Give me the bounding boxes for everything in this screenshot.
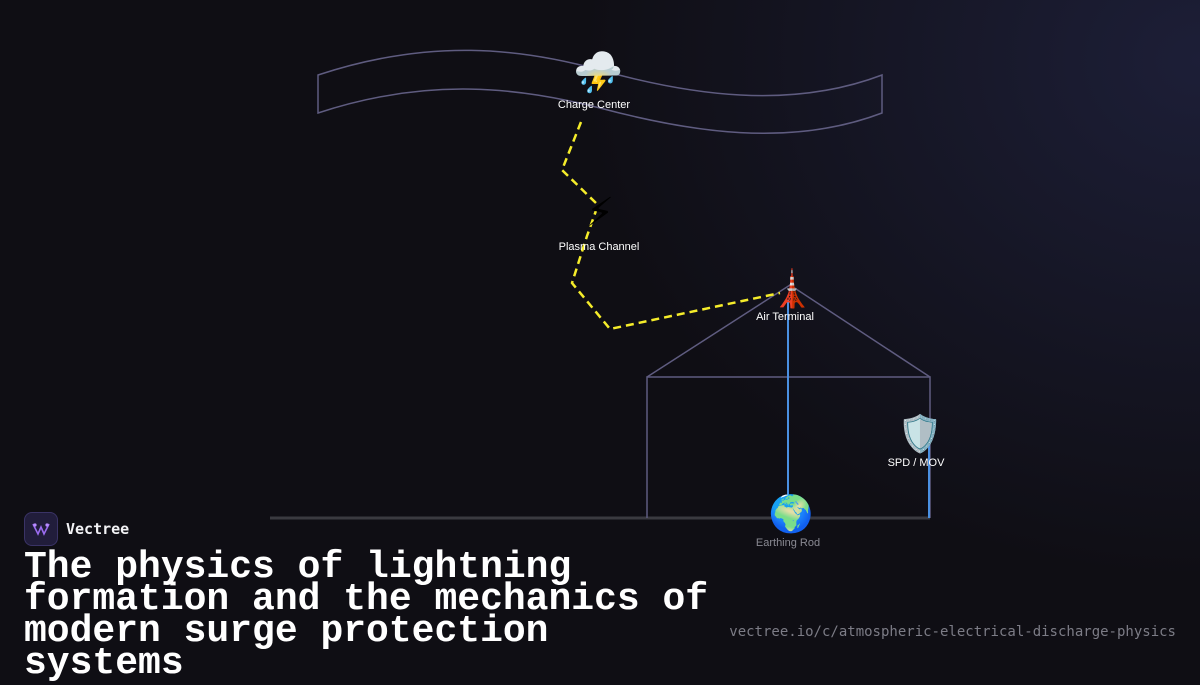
storm-cloud-icon: ⛈️ — [573, 49, 623, 96]
air-terminal-label: Air Terminal — [756, 311, 814, 323]
spd-mov-label: SPD / MOV — [888, 457, 946, 469]
tower-icon: 🗼 — [770, 267, 815, 310]
brand-name: Vectree — [66, 520, 130, 538]
vectree-logo-icon — [24, 512, 58, 546]
source-url: vectree.io/c/atmospheric-electrical-disc… — [729, 624, 1176, 640]
brand: Vectree — [24, 512, 129, 546]
building-roof — [646, 284, 931, 378]
page-title: The physics of lightning formation and t… — [24, 546, 709, 685]
plasma-channel-node: ⚡ Plasma Channel — [559, 190, 640, 253]
air-terminal-node: 🗼 Air Terminal — [756, 267, 814, 323]
shield-icon: 🛡️ — [898, 413, 943, 455]
cloud-band — [317, 49, 883, 134]
spd-mov-node: 🛡️ SPD / MOV — [888, 413, 946, 469]
globe-icon: 🌍 — [769, 493, 814, 535]
earthing-rod-label: Earthing Rod — [756, 537, 820, 549]
plasma-channel-label: Plasma Channel — [559, 241, 640, 253]
earthing-rod-node: 🌍 Earthing Rod — [756, 493, 820, 549]
charge-center-node: ⛈️ Charge Center — [558, 49, 630, 111]
lightning-bolt-icon: ⚡ — [586, 190, 614, 236]
charge-center-label: Charge Center — [558, 99, 630, 111]
strike-path — [560, 121, 781, 331]
